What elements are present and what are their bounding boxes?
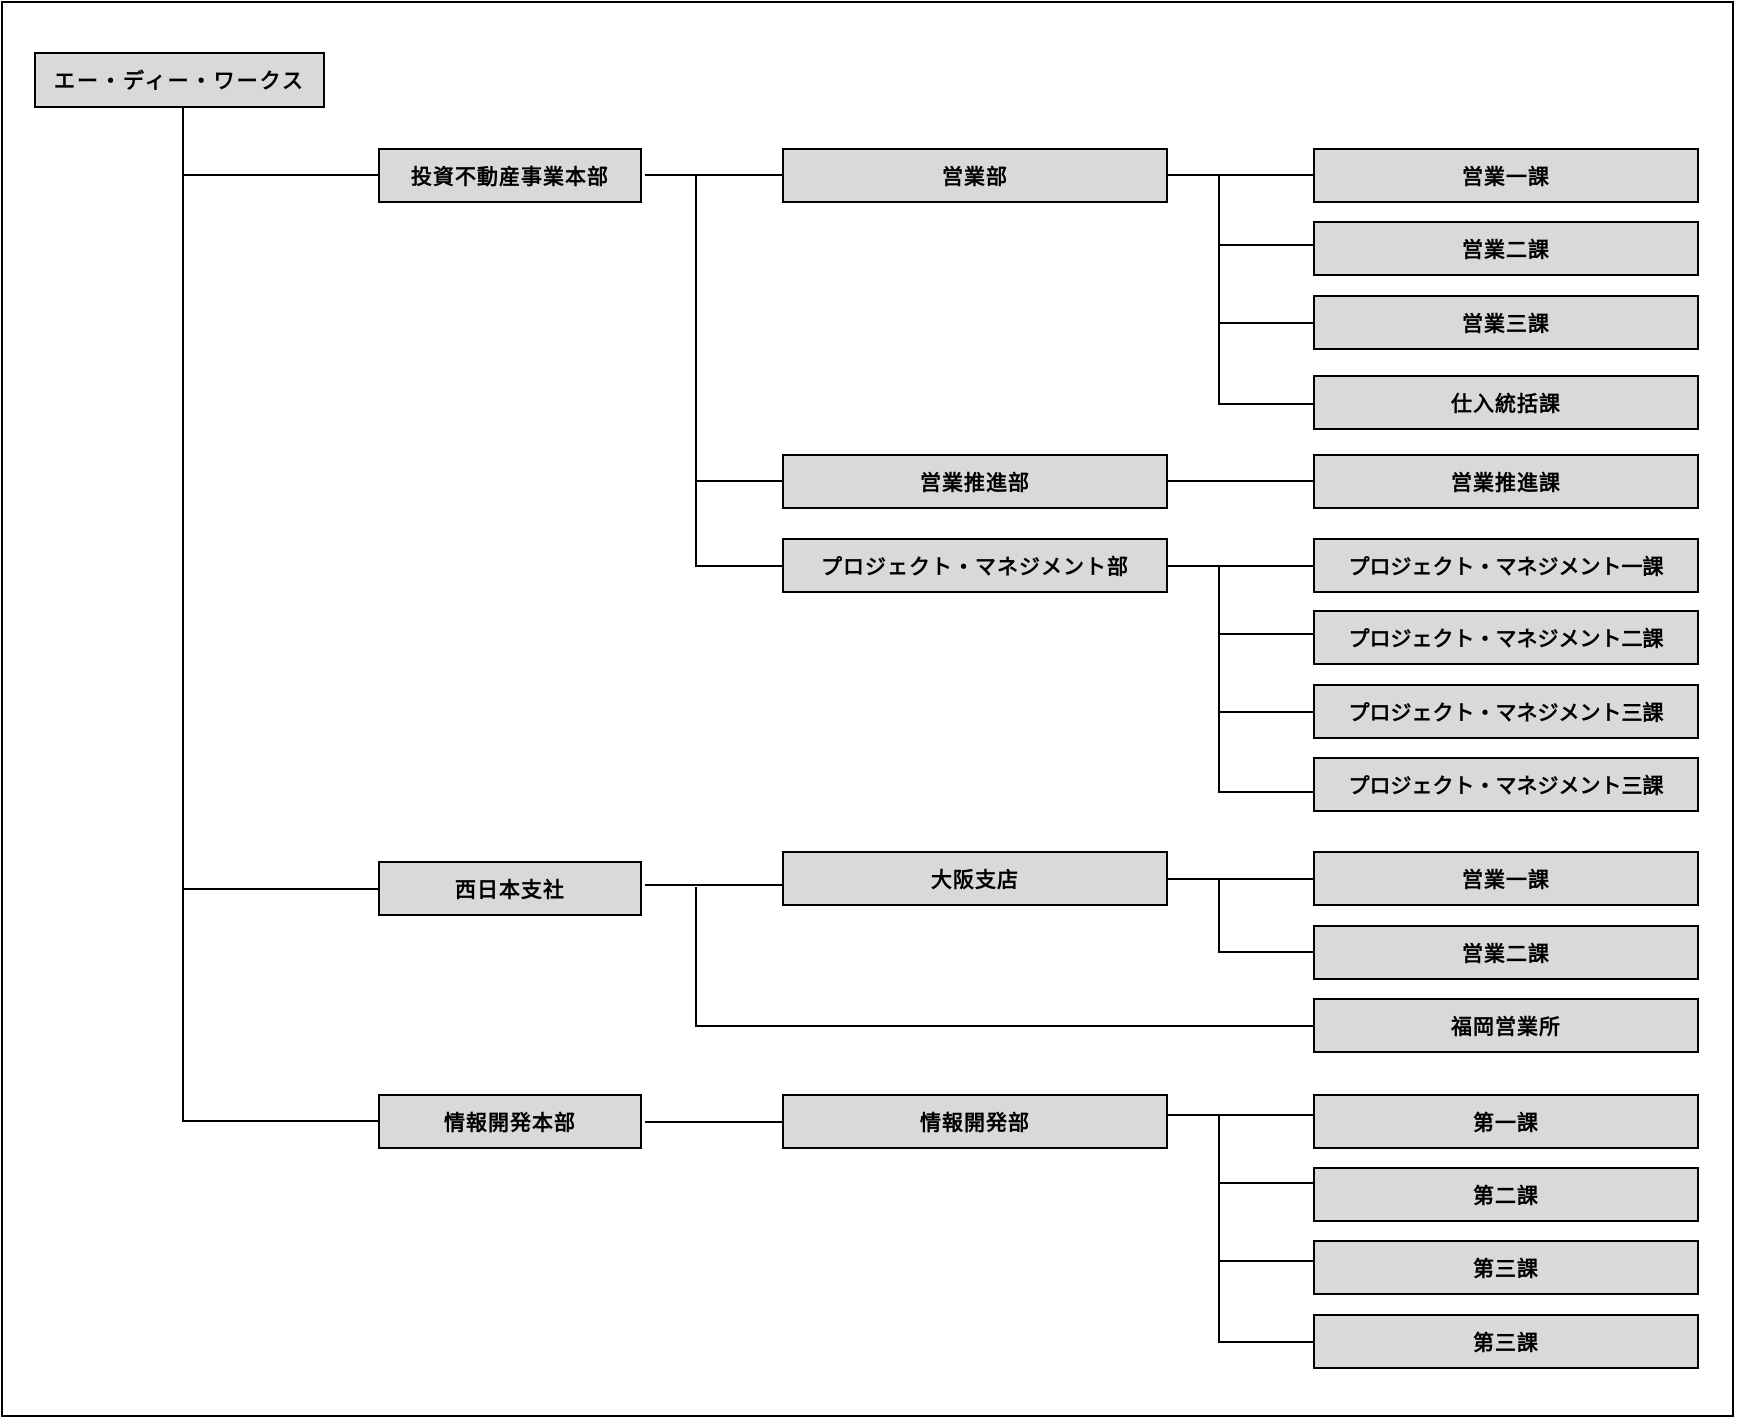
node-section: 営業一課 xyxy=(1313,148,1699,203)
node-division-info-dev: 情報開発本部 xyxy=(378,1094,642,1149)
node-section: 第一課 xyxy=(1313,1094,1699,1149)
node-dept-info-dev: 情報開発部 xyxy=(782,1094,1168,1149)
node-section: 福岡営業所 xyxy=(1313,998,1699,1053)
node-division-investment: 投資不動産事業本部 xyxy=(378,148,642,203)
node-root: エー・ディー・ワークス xyxy=(34,52,325,108)
node-section: 第二課 xyxy=(1313,1167,1699,1222)
node-section: 仕入統括課 xyxy=(1313,375,1699,430)
node-dept-project-management: プロジェクト・マネジメント部 xyxy=(782,538,1168,593)
node-dept-sales: 営業部 xyxy=(782,148,1168,203)
node-section: 営業推進課 xyxy=(1313,454,1699,509)
node-section: プロジェクト・マネジメント一課 xyxy=(1313,538,1699,593)
node-section: 営業二課 xyxy=(1313,925,1699,980)
node-section: プロジェクト・マネジメント三課 xyxy=(1313,684,1699,739)
node-section: 第三課 xyxy=(1313,1314,1699,1369)
node-section: 営業一課 xyxy=(1313,851,1699,906)
node-dept-sales-promotion: 営業推進部 xyxy=(782,454,1168,509)
node-section: 営業二課 xyxy=(1313,221,1699,276)
node-section: 営業三課 xyxy=(1313,295,1699,350)
node-dept-osaka-branch: 大阪支店 xyxy=(782,851,1168,906)
node-section: プロジェクト・マネジメント二課 xyxy=(1313,610,1699,665)
node-section: プロジェクト・マネジメント三課 xyxy=(1313,757,1699,812)
node-section: 第三課 xyxy=(1313,1240,1699,1295)
node-division-west-japan: 西日本支社 xyxy=(378,861,642,916)
